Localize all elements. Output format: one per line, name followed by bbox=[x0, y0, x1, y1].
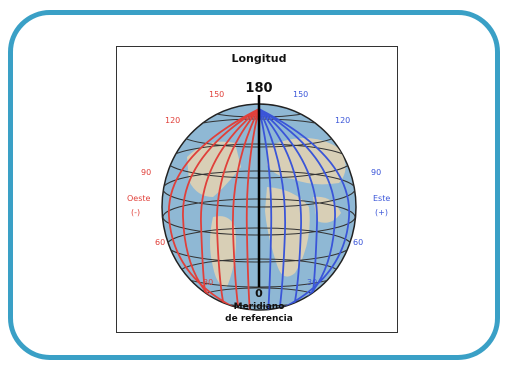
east-tick: 30 bbox=[307, 278, 317, 287]
globe-longitude-diagram: Longitud bbox=[127, 52, 390, 324]
west-tick: 60 bbox=[155, 238, 165, 247]
east-meridians bbox=[258, 108, 350, 310]
west-tick: 90 bbox=[141, 168, 151, 177]
diagram-panel: Longitud bbox=[116, 46, 398, 333]
east-tick: 150 bbox=[293, 90, 308, 99]
west-tick-labels: 150 120 90 60 30 Oeste (-) bbox=[127, 90, 224, 287]
caption-line-1: Meridiano bbox=[234, 302, 285, 312]
east-sign: (+) bbox=[375, 208, 388, 217]
globe bbox=[161, 95, 357, 311]
west-tick: 150 bbox=[209, 90, 224, 99]
east-tick: 60 bbox=[353, 238, 363, 247]
caption-line-2: de referencia bbox=[225, 314, 293, 324]
west-meridians bbox=[168, 108, 260, 310]
east-tick: 90 bbox=[371, 168, 381, 177]
east-tick-labels: 150 120 90 60 30 Este (+) bbox=[293, 90, 390, 287]
bottom-value-0: 0 bbox=[255, 287, 263, 300]
west-tick: 120 bbox=[165, 116, 180, 125]
diagram-title: Longitud bbox=[231, 52, 286, 65]
west-tick: 30 bbox=[203, 278, 213, 287]
west-sign: (-) bbox=[131, 208, 140, 217]
east-label: Este bbox=[373, 194, 390, 203]
east-tick: 120 bbox=[335, 116, 350, 125]
west-label: Oeste bbox=[127, 194, 151, 203]
top-value-180: 180 bbox=[245, 81, 272, 96]
